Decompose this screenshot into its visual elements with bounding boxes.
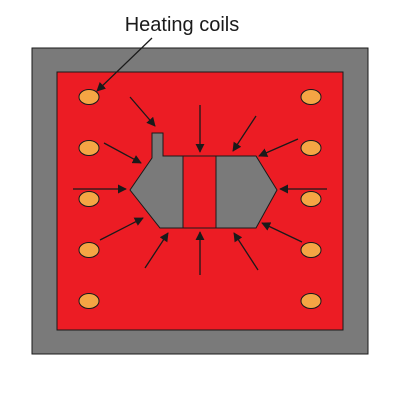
pressure-arrow — [258, 138, 299, 157]
heating-coil — [300, 191, 322, 207]
heating-coil — [78, 89, 100, 105]
heating-coil — [300, 89, 322, 105]
part-core-section — [182, 155, 217, 229]
heating-coil — [300, 293, 322, 309]
heating-coil — [78, 191, 100, 207]
heating-coil — [300, 140, 322, 156]
heating-coil — [78, 242, 100, 258]
part-right-section — [215, 155, 278, 229]
pressure-arrow — [232, 115, 257, 152]
pressure-arrow — [144, 232, 169, 269]
heating-coil — [78, 140, 100, 156]
pressure-arrow — [129, 96, 156, 127]
pressed-part — [129, 132, 278, 229]
coil-column-right — [300, 89, 322, 309]
heating-coils-label: Heating coils — [125, 14, 240, 36]
pressure-arrow — [233, 232, 259, 271]
pressure-arrow — [99, 217, 144, 241]
label-leader-arrow — [96, 37, 153, 92]
pressure-arrows — [73, 96, 327, 275]
pressure-arrow — [261, 222, 303, 243]
heating-coil — [300, 242, 322, 258]
coil-column-left — [78, 89, 100, 309]
pressure-arrow — [103, 142, 142, 164]
heating-coil — [78, 293, 100, 309]
